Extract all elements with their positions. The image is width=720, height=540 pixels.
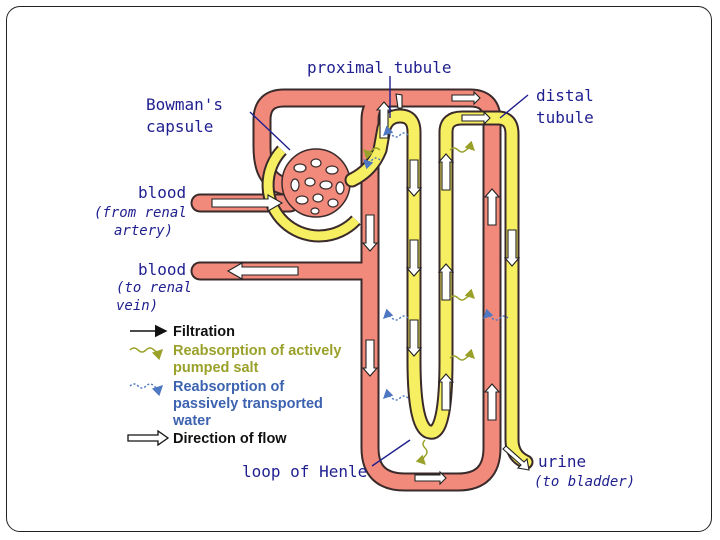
water-reabsorption-arrows: [363, 125, 509, 401]
legend-water-line3: water: [172, 413, 211, 429]
label-loop-of-henle: loop of Henle: [242, 462, 367, 481]
flow-arrow-distal-top: [461, 110, 491, 126]
label-urine: urine: [538, 452, 586, 471]
legend: Filtration Reabsorption of actively pump…: [127, 324, 341, 447]
leader-distal: [499, 94, 529, 119]
label-proximal-tubule: proximal tubule: [307, 58, 452, 77]
label-blood-in-sub1: (from renal: [94, 205, 187, 221]
legend-water-arrow: [129, 383, 164, 397]
flow-arrow-descending: [405, 159, 423, 197]
legend-salt-arrow: [129, 347, 164, 361]
label-bowmans-line1: Bowman's: [146, 95, 223, 114]
legend-flow: Direction of flow: [173, 431, 287, 447]
legend-salt-line2: pumped salt: [173, 360, 259, 376]
flow-arrow-loop: [414, 470, 447, 486]
label-blood-in: blood: [138, 183, 186, 202]
label-distal-line1: distal: [536, 86, 594, 105]
label-blood-out-sub2: vein): [116, 298, 158, 314]
flow-arrows: [211, 90, 530, 486]
flow-arrow-top: [451, 90, 481, 106]
flow-arrow-in: [211, 194, 284, 212]
legend-salt-line1: Reabsorption of actively: [173, 343, 341, 359]
label-bowmans-line2: capsule: [146, 117, 213, 136]
leader-lines: [249, 76, 529, 467]
flow-arrow-distal-down: [503, 229, 521, 267]
legend-flow-arrow: [127, 429, 170, 447]
salt-reabsorption-arrows: [363, 140, 475, 465]
label-urine-sub: (to bladder): [534, 474, 635, 490]
leader-bowmans: [249, 111, 291, 151]
flow-arrow-ascending: [437, 263, 455, 301]
legend-water-line2: passively transported: [173, 396, 323, 412]
bowmans-capsule: [261, 145, 361, 243]
glomerulus-capillaries: [290, 158, 345, 215]
legend-filtration: Filtration: [173, 324, 235, 340]
label-blood-in-sub2: artery): [114, 223, 173, 239]
label-blood-out: blood: [138, 260, 186, 279]
flow-arrow-urine: [502, 445, 530, 471]
flow-arrow-out: [226, 262, 299, 280]
leader-loop: [371, 439, 411, 467]
legend-water-line1: Reabsorption of: [173, 379, 284, 395]
label-distal-line2: tubule: [536, 108, 594, 127]
label-blood-out-sub1: (to renal: [116, 280, 192, 296]
